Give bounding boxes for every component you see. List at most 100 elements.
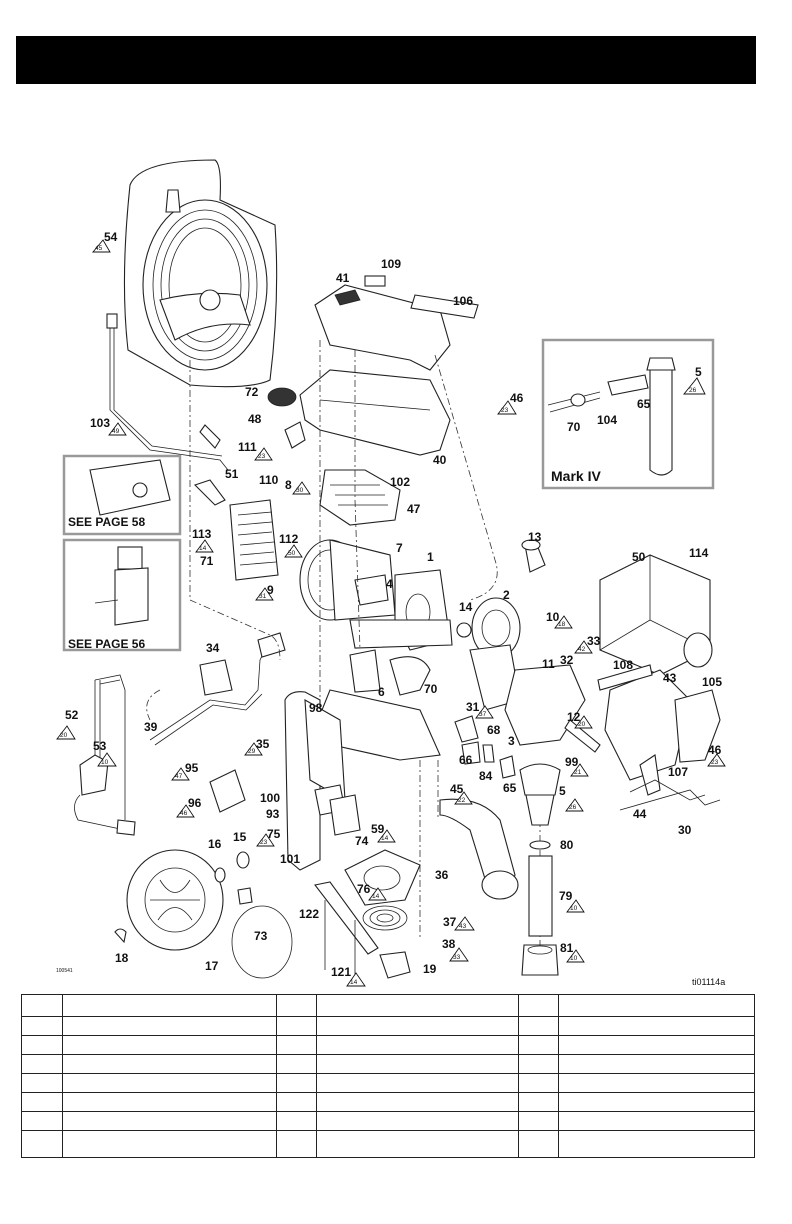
callout-101: 101 <box>280 852 300 866</box>
callout-9: 9 <box>267 583 274 597</box>
assembly-line <box>434 354 498 601</box>
note-marker <box>195 539 214 553</box>
note-marker <box>574 640 593 654</box>
note-marker <box>454 791 473 805</box>
callout-32: 32 <box>560 653 574 667</box>
note-10: 10 <box>570 905 578 912</box>
note-marker <box>244 742 263 756</box>
callout-65: 65 <box>503 781 517 795</box>
callout-18: 18 <box>115 951 129 965</box>
note-23: 23 <box>260 839 268 846</box>
note-marker <box>377 829 396 843</box>
callout-96: 96 <box>188 796 202 810</box>
note-marker <box>368 887 387 901</box>
callout-68: 68 <box>487 723 501 737</box>
callout-112: 112 <box>279 532 299 546</box>
electrical-box <box>599 554 713 676</box>
note-marker <box>554 615 573 629</box>
note-23: 23 <box>501 407 509 414</box>
callout-46: 46 <box>510 391 524 405</box>
callout-106: 106 <box>453 294 473 308</box>
callout-74: 74 <box>355 834 369 848</box>
note-14: 14 <box>372 893 380 900</box>
inset-58-part <box>89 459 171 516</box>
table-column-divider <box>62 995 63 1157</box>
note-marker <box>56 725 76 740</box>
mark-iv-callout-104: 104 <box>597 413 617 427</box>
note-45: 45 <box>95 245 103 252</box>
callout-98: 98 <box>309 701 323 715</box>
callout-11: 11 <box>542 657 555 671</box>
callout-47: 47 <box>407 502 421 516</box>
callout-41: 41 <box>336 271 350 285</box>
callout-19: 19 <box>423 962 437 976</box>
header-bar <box>16 36 756 84</box>
callout-113: 113 <box>192 527 212 541</box>
table-row <box>22 1054 754 1074</box>
mark-iv-callout-5: 5 <box>695 365 702 379</box>
note-marker <box>108 422 127 436</box>
table-row <box>22 1092 754 1112</box>
callout-122: 122 <box>299 907 319 921</box>
callout-33: 33 <box>587 634 601 648</box>
pump-assembly <box>456 539 601 753</box>
note-23: 23 <box>711 759 719 766</box>
note-14: 14 <box>199 545 207 552</box>
table-row <box>22 1111 754 1131</box>
callout-52: 52 <box>65 708 79 722</box>
parts-list-table <box>21 994 755 1158</box>
small-parts-top <box>199 387 306 449</box>
note-30: 30 <box>296 487 304 494</box>
callout-54: 54 <box>104 230 118 244</box>
callout-105: 105 <box>702 675 722 689</box>
callout-36: 36 <box>435 868 449 882</box>
pump-shroud <box>597 664 721 811</box>
note-marker <box>570 763 589 777</box>
control-box <box>193 469 401 581</box>
note-marker <box>497 400 517 415</box>
table-row <box>22 1035 754 1055</box>
callout-114: 114 <box>689 546 709 560</box>
callout-17: 17 <box>205 959 219 973</box>
top-cover <box>299 275 479 456</box>
callout-16: 16 <box>208 837 222 851</box>
callout-34: 34 <box>206 641 220 655</box>
callout-3: 3 <box>508 734 515 748</box>
note-marker <box>171 767 190 781</box>
table-column-divider <box>518 995 519 1157</box>
mark-iv-note-26: 26 <box>689 387 697 394</box>
callout-46: 46 <box>708 743 722 757</box>
callout-102: 102 <box>390 475 410 489</box>
mark-iv-inset <box>541 338 715 490</box>
callout-6: 6 <box>378 685 385 699</box>
note-marker <box>566 949 585 963</box>
callout-2: 2 <box>503 588 510 602</box>
note-47: 47 <box>175 773 183 780</box>
callout-51: 51 <box>225 467 239 481</box>
callout-110: 110 <box>259 473 279 487</box>
note-14: 14 <box>381 835 389 842</box>
figure-code-left: 100541 <box>56 968 73 974</box>
note-31: 31 <box>259 593 267 600</box>
note-marker <box>254 447 273 461</box>
note-18: 18 <box>558 621 566 628</box>
note-46: 46 <box>180 810 188 817</box>
callout-75: 75 <box>267 827 281 841</box>
note-26: 26 <box>569 804 577 811</box>
note-42: 42 <box>578 646 586 653</box>
callout-59: 59 <box>371 822 385 836</box>
hose-reel <box>106 159 278 471</box>
note-20: 20 <box>60 732 68 739</box>
callout-35: 35 <box>256 737 270 751</box>
callout-12: 12 <box>567 710 581 724</box>
see-page-56-label: SEE PAGE 56 <box>68 637 145 651</box>
note-10: 10 <box>570 955 578 962</box>
note-marker <box>255 587 274 601</box>
table-column-divider <box>276 995 277 1157</box>
note-marker <box>292 481 311 495</box>
note-marker <box>176 804 195 818</box>
callout-15: 15 <box>233 830 247 844</box>
callout-121: 121 <box>331 965 351 979</box>
callout-43: 43 <box>663 671 677 685</box>
callout-72: 72 <box>245 385 259 399</box>
